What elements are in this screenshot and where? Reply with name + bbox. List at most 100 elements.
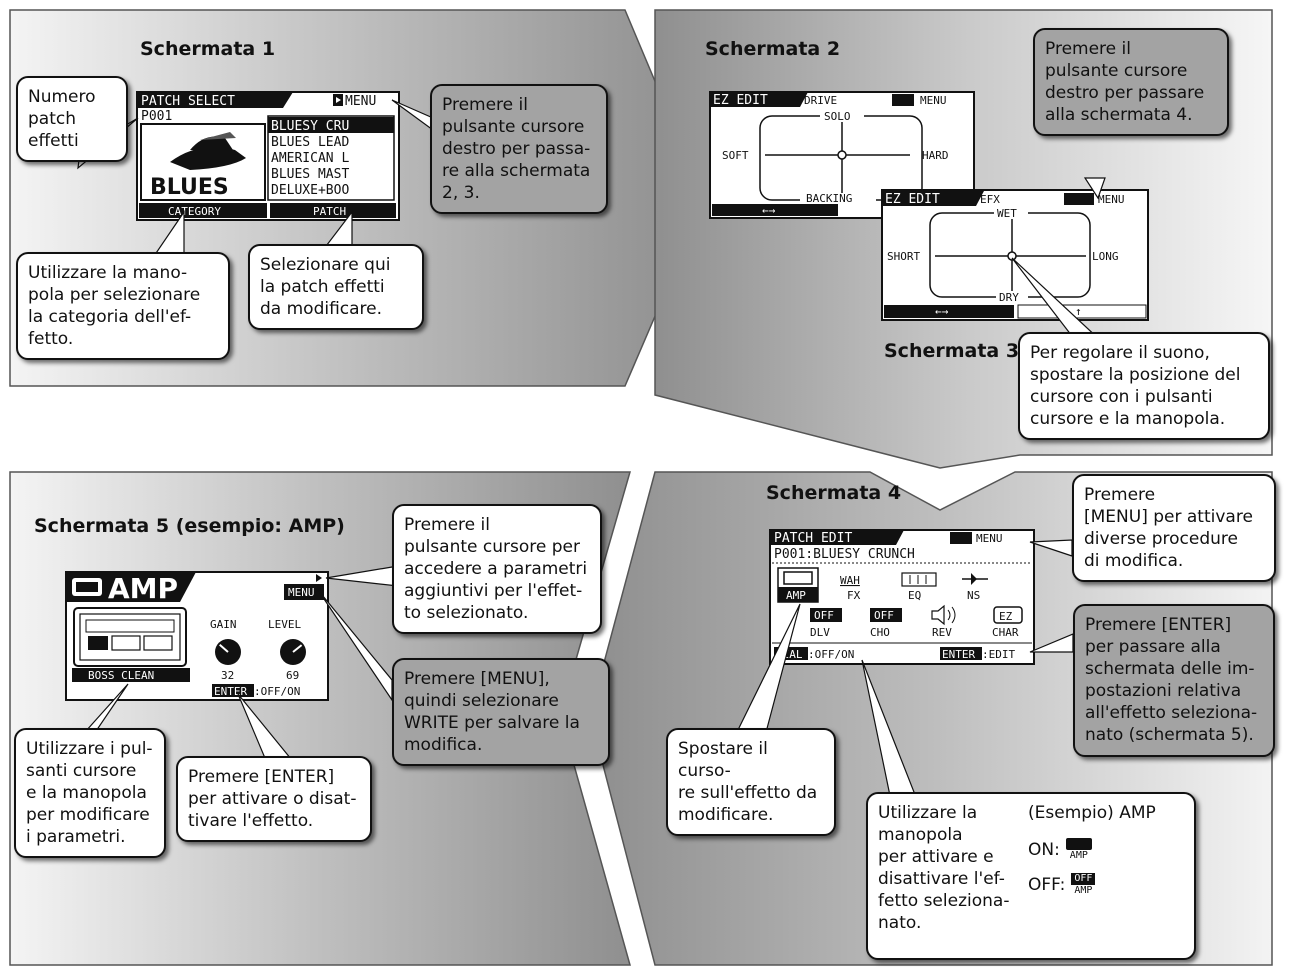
- lcd3-footer-left: ←→: [935, 305, 949, 318]
- callout-line: diverse procedure: [1084, 529, 1238, 550]
- lcd5-header: AMP: [108, 572, 178, 605]
- lcd-patch-select: PATCH SELECT MENU P001 BLUES BLUESY CRU …: [136, 91, 400, 221]
- callout-line: da modificare.: [260, 299, 383, 320]
- lcd3-top-label: WET: [997, 207, 1017, 220]
- callout-line: Numero: [28, 87, 96, 107]
- lcd5-menu-label: MENU: [288, 586, 315, 599]
- lcd5-knob2-label: LEVEL: [268, 618, 301, 631]
- callout-line: [MENU] per attivare: [1084, 507, 1253, 528]
- lcd4-row2-label: DLV: [810, 626, 830, 639]
- lcd1-list-item: BLUES LEAD: [271, 135, 349, 150]
- lcd4-row2-label: CHAR: [992, 626, 1019, 639]
- callout-line: modifica.: [404, 735, 483, 756]
- callout-select-patch: Selezionare qui la patch effetti da modi…: [248, 244, 424, 331]
- panel-title-1: Schermata 1: [140, 38, 275, 60]
- lcd4-row2-label: REV: [932, 626, 952, 639]
- callout-line: cursore con i pulsanti: [1030, 387, 1213, 408]
- callout-line: Premere [ENTER]: [1085, 615, 1232, 635]
- callout-line: alla schermata 4.: [1045, 105, 1193, 126]
- lcd4-footer-enter: :EDIT: [982, 648, 1015, 661]
- amp-head-graphic: [73, 607, 187, 667]
- lcd1-header: PATCH SELECT: [141, 94, 235, 109]
- callout-line: re alla schermata: [442, 161, 591, 182]
- lcd2-menu-label: MENU: [920, 94, 947, 107]
- lcd4-row1-label: FX: [847, 589, 861, 602]
- lcd5-knob2-value: 69: [286, 669, 299, 682]
- example-on-label: ON:: [1028, 839, 1060, 860]
- callout-line: Utilizzare la: [878, 803, 978, 823]
- callout-select-category: Utilizzare la mano- pola per selezionare…: [16, 252, 230, 361]
- lcd4-header: PATCH EDIT: [774, 531, 852, 546]
- amp-off-icon: OFF AMP: [1071, 873, 1096, 897]
- lcd3-mode: EFX: [980, 193, 1000, 206]
- callout-line: 2, 3.: [442, 183, 480, 204]
- eq-icon: [901, 572, 937, 587]
- lcd4-row1-label: EQ: [908, 589, 921, 602]
- lcd3-header: EZ EDIT: [885, 192, 940, 207]
- callout-line: destro per passa-: [442, 139, 591, 160]
- callout-line: pulsante cursore: [442, 117, 585, 138]
- lcd1-category-art: [140, 123, 266, 201]
- lcd5-arrow-right-icon: [316, 574, 322, 582]
- callout-line: WRITE per salvare la: [404, 713, 580, 734]
- callout-line: to selezionato.: [404, 603, 529, 624]
- lcd1-footer-patch: PATCH: [313, 205, 346, 218]
- callout-toggle-effect: Utilizzare la manopola per attivare e di…: [866, 792, 1196, 960]
- lcd1-list-item: DELUXE+BOO: [271, 183, 349, 198]
- callout-line: pulsante cursore per: [404, 537, 580, 558]
- lcd4-row1-label: NS: [967, 589, 980, 602]
- lcd1-list-item: AMERICAN L: [271, 151, 349, 166]
- panel-title-5: Schermata 5 (esempio: AMP): [34, 515, 345, 537]
- callout-line: patch: [28, 109, 76, 130]
- lcd4-footer-dial: :OFF/ON: [808, 648, 854, 661]
- lcd3-left-label: SHORT: [887, 250, 920, 263]
- callout-line: Per regolare il suono,: [1030, 343, 1210, 363]
- lcd5-knob1-value: 32: [221, 669, 234, 682]
- callout-enter-on-off: Premere [ENTER] per attivare o disat- ti…: [176, 756, 372, 843]
- callout-line: fetto seleziona-: [878, 891, 1010, 912]
- lcd4-menu-label: MENU: [976, 532, 1003, 545]
- callout-patch-number: Numero patch effetti: [16, 76, 128, 163]
- callout-line: modificare.: [678, 805, 774, 826]
- callout-line: per attivare o disat-: [188, 789, 357, 810]
- lcd4-footer-enter-key: ENTER: [942, 648, 975, 661]
- callout-line: disattivare l'ef-: [878, 869, 1005, 890]
- wah-icon: WAH: [840, 574, 860, 587]
- hat-icon: [170, 132, 246, 170]
- callout-line: per modificare: [26, 805, 150, 826]
- lcd5-amp-name: BOSS CLEAN: [88, 669, 154, 682]
- level-knob-pointer: [292, 644, 303, 653]
- callout-go-to-screen-2-3: Premere il pulsante cursore destro per p…: [430, 84, 608, 215]
- lcd-ez-edit-efx: EZ EDIT EFX MENU WET SHORT LONG DRY ←→ ↑: [881, 189, 1149, 321]
- callout-adjust-sound: Per regolare il suono, spostare la posiz…: [1018, 332, 1270, 441]
- gain-knob-pointer: [219, 643, 229, 653]
- callout-line: pola per selezionare: [28, 285, 201, 306]
- callout-line: re sull'effetto da: [678, 783, 818, 804]
- lcd1-category-label: BLUES: [150, 175, 229, 200]
- callout-line: Premere il: [442, 95, 528, 115]
- callout-line: postazioni relativa: [1085, 681, 1242, 702]
- callout-line: Utilizzare la mano-: [28, 263, 188, 283]
- lcd4-row1-label: AMP: [786, 589, 806, 602]
- callout-line: Utilizzare i pul-: [26, 739, 153, 759]
- callout-move-cursor: Spostare il curso- re sull'effetto da mo…: [666, 728, 836, 837]
- amp-off-icon-label: AMP: [1074, 885, 1093, 897]
- callout-line: Premere: [1084, 485, 1156, 505]
- callout-line: nato.: [878, 913, 922, 934]
- lcd5-knob1-label: GAIN: [210, 618, 237, 631]
- lcd2-bottom-label: BACKING: [806, 192, 852, 205]
- callout-line: destro per passare: [1045, 83, 1205, 104]
- callout-line: santi cursore: [26, 761, 137, 782]
- callout-line: manopola: [878, 825, 963, 846]
- lcd1-menu-label: MENU: [345, 94, 376, 109]
- callout-line: la categoria dell'ef-: [28, 307, 192, 328]
- callout-line: pulsante cursore: [1045, 61, 1188, 82]
- panel-title-3: Schermata 3: [884, 340, 1019, 362]
- lcd3-right-label: LONG: [1092, 250, 1119, 263]
- lcd2-mode: DRIVE: [804, 94, 837, 107]
- panel-title-4: Schermata 4: [766, 482, 901, 504]
- callout-line: accedere a parametri: [404, 559, 588, 580]
- lcd4-row2-label: CHO: [870, 626, 890, 639]
- lcd5-footer-key: ENTER: [214, 685, 247, 698]
- callout-line: aggiuntivi per l'effet-: [404, 581, 583, 602]
